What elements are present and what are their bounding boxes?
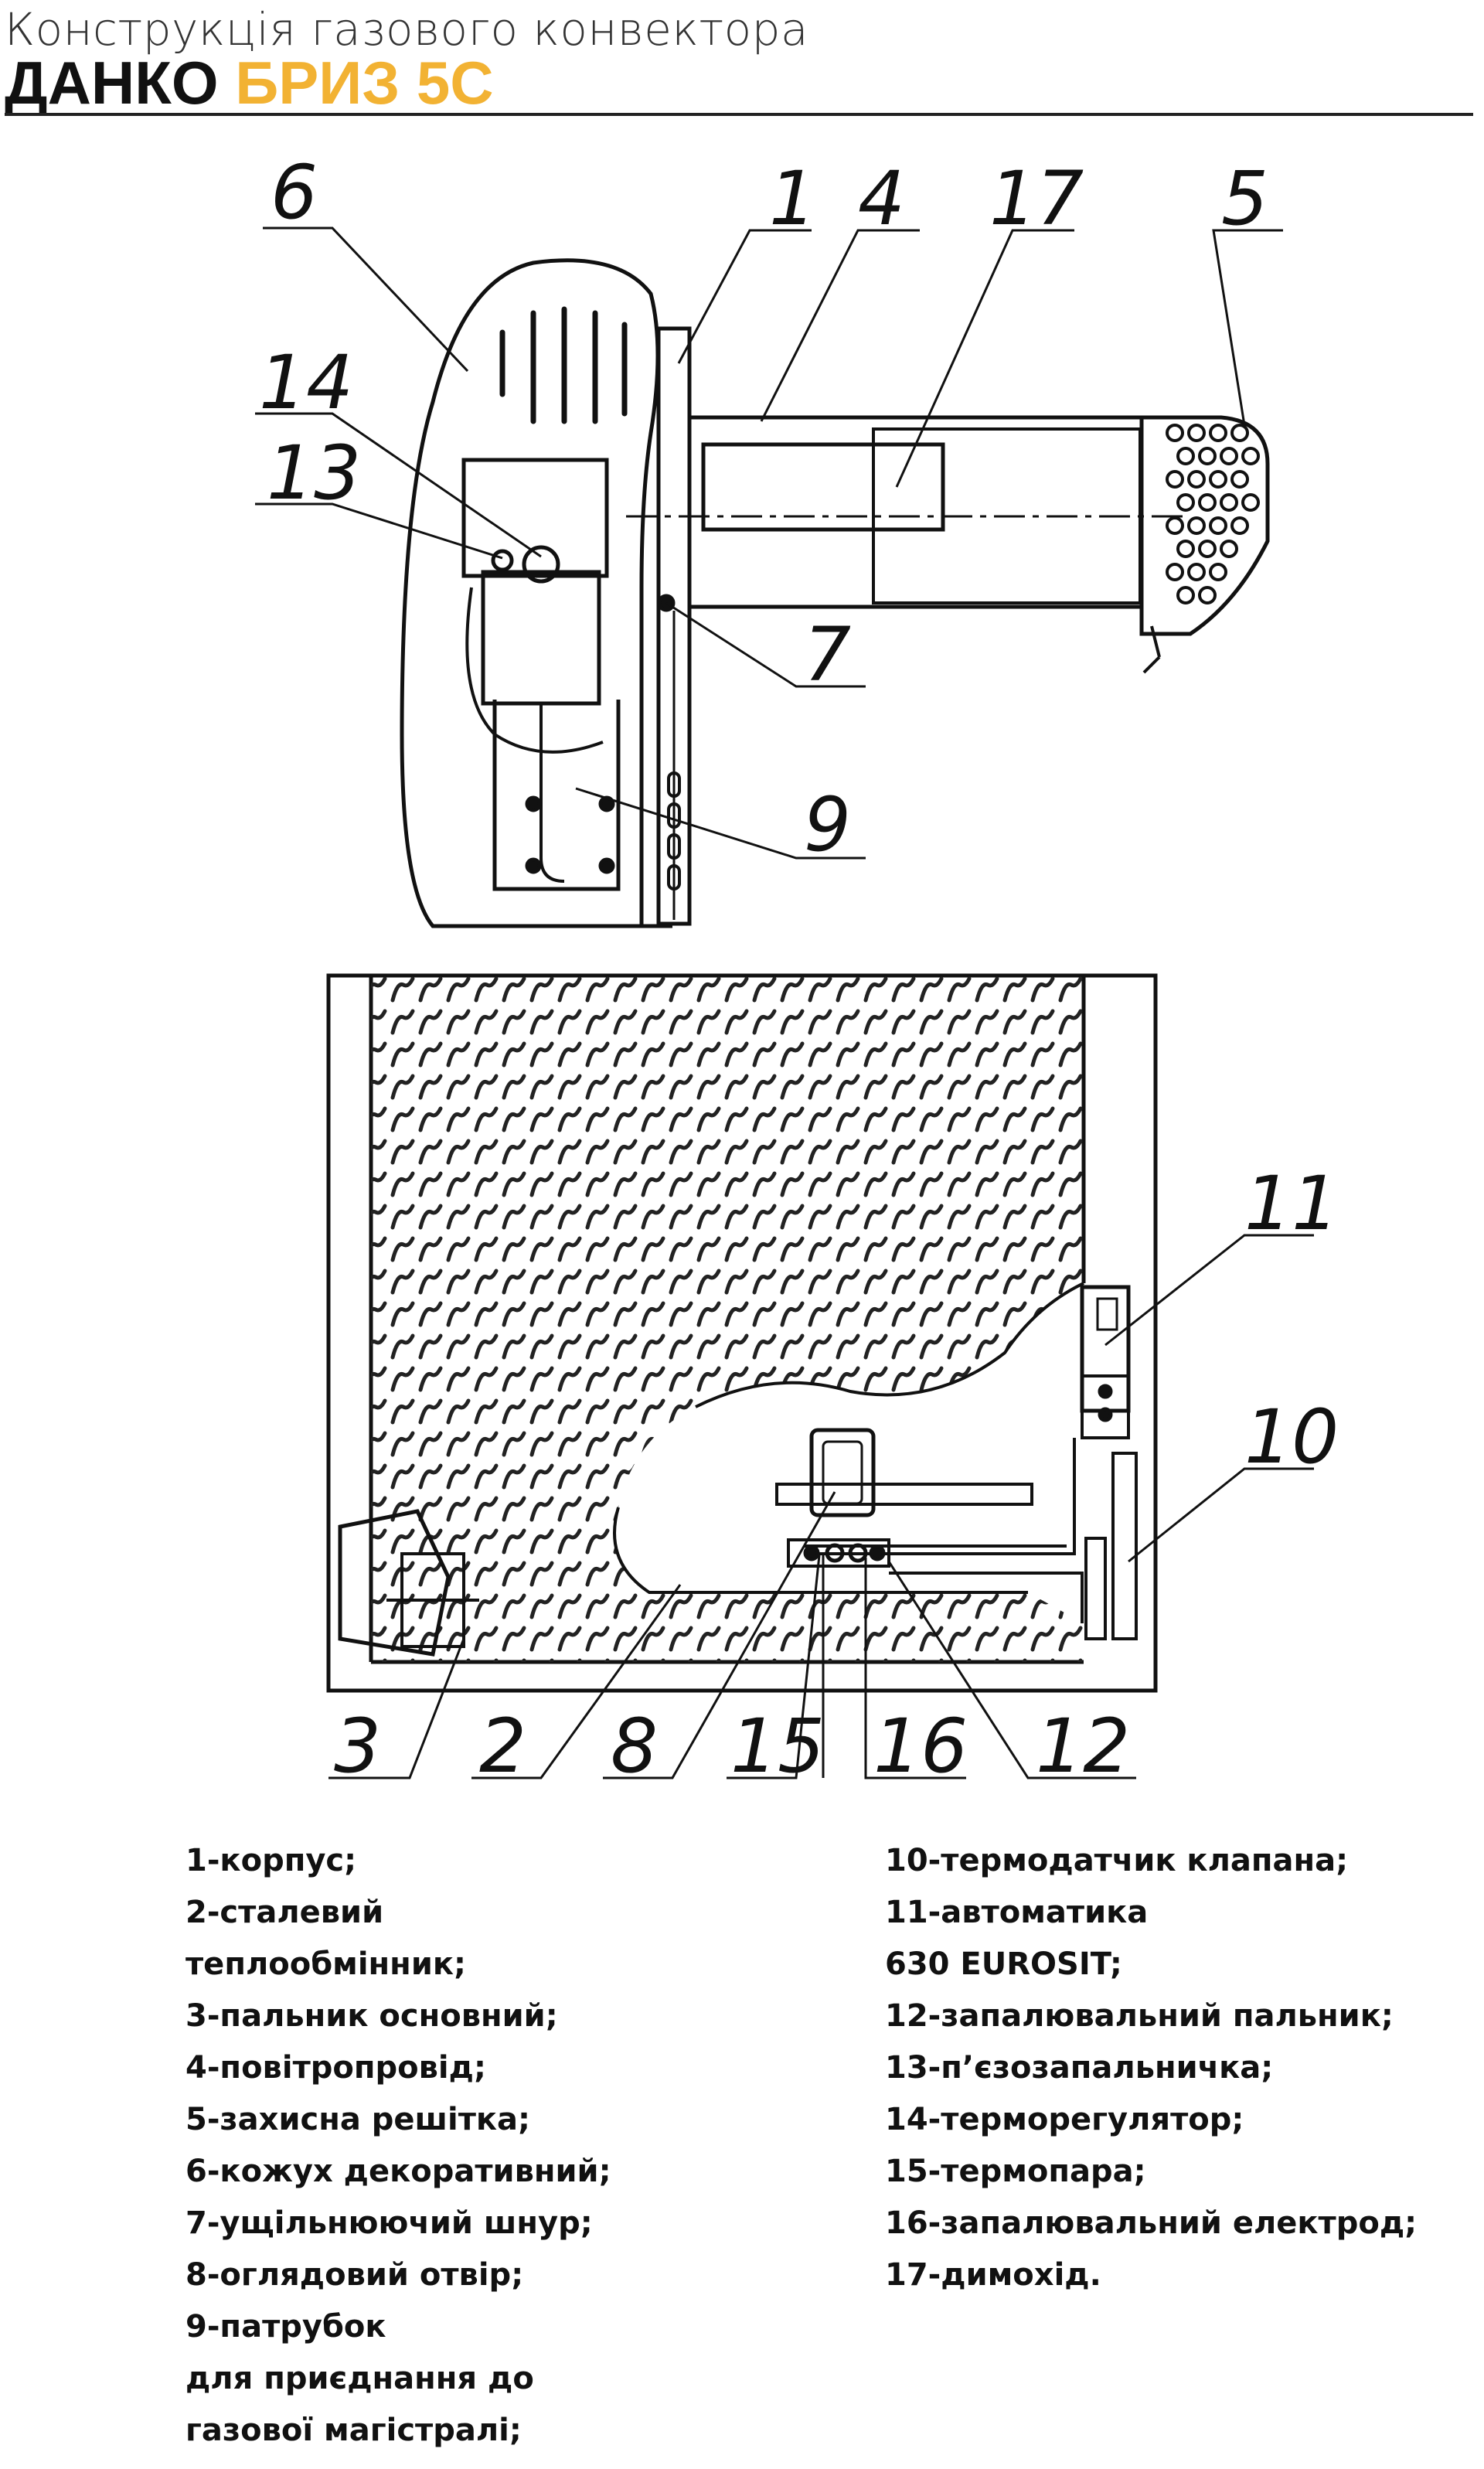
legend-item: 9-патрубок xyxy=(186,2309,386,2345)
legend-item: 15-термопара; xyxy=(885,2154,1146,2189)
legend-right: 10-термодатчик клапана; 11-автоматика 63… xyxy=(885,1835,1417,2301)
inspection-cutaway xyxy=(613,1282,1084,1594)
legend-item: 1-корпус; xyxy=(186,1843,357,1878)
model-name: БРИЗ 5С xyxy=(235,49,494,117)
callout-2: 2 xyxy=(479,1703,526,1790)
callout-8: 8 xyxy=(611,1703,658,1790)
subtitle: Конструкція газового конвектора xyxy=(5,3,809,56)
callout-4: 4 xyxy=(858,155,905,242)
brand-name: ДАНКО xyxy=(5,49,219,117)
legend-item: 5-захисна решітка; xyxy=(186,2102,531,2137)
callout-3: 3 xyxy=(334,1703,381,1790)
legend-item: 3-пальник основний; xyxy=(186,1998,558,2034)
flue-pipe xyxy=(701,442,945,532)
header-divider xyxy=(5,113,1473,116)
legend-item: газової магістралі; xyxy=(186,2413,522,2448)
callout-16: 16 xyxy=(873,1703,968,1790)
body-wall xyxy=(656,326,692,926)
wall-slots xyxy=(667,771,681,891)
callout-12: 12 xyxy=(1036,1703,1130,1790)
grille-holes xyxy=(1166,424,1260,604)
heat-exchanger-louvers xyxy=(371,976,1084,1662)
callout-9: 9 xyxy=(804,782,851,868)
legend-item: 7-ущільнюючий шнур; xyxy=(186,2205,593,2241)
leader-lines xyxy=(255,226,1314,1779)
thermal-sensor xyxy=(1111,1452,1138,1640)
control-housing xyxy=(461,458,609,578)
legend-item: 6-кожух декоративний; xyxy=(186,2154,611,2189)
inspection-window xyxy=(809,1428,876,1517)
callout-11: 11 xyxy=(1244,1160,1339,1247)
gas-valve-block xyxy=(481,570,601,706)
callout-1: 1 xyxy=(769,155,816,242)
product-title: ДАНКО БРИЗ 5С xyxy=(5,53,1473,113)
decorative-casing xyxy=(400,258,672,928)
callout-10: 10 xyxy=(1244,1394,1339,1480)
callout-7: 7 xyxy=(804,611,851,698)
legend-item: 11-автоматика xyxy=(885,1895,1149,1930)
legend-item: теплообмінник; xyxy=(186,1946,466,1982)
legend-item: 17-димохід. xyxy=(885,2257,1101,2293)
gas-tubes xyxy=(804,1438,1084,1623)
callout-13: 13 xyxy=(267,430,361,516)
callout-14: 14 xyxy=(259,339,353,426)
callout-5: 5 xyxy=(1221,155,1268,242)
callout-15: 15 xyxy=(730,1703,825,1790)
main-burner xyxy=(338,1509,451,1657)
callout-numbers: 6 1 4 17 5 14 13 7 9 11 10 3 2 8 15 16 1… xyxy=(259,149,1339,1790)
legend-item: 14-терморегулятор; xyxy=(885,2102,1244,2137)
pilot-assembly xyxy=(787,1538,890,1568)
front-view xyxy=(326,973,1158,1693)
callout-6: 6 xyxy=(271,149,318,236)
legend-item: 10-термодатчик клапана; xyxy=(885,1843,1349,1878)
legend-item: 12-запалювальний пальник; xyxy=(885,1998,1394,2034)
legend-item: 8-оглядовий отвір; xyxy=(186,2257,524,2293)
casing-vent-slots xyxy=(499,306,628,424)
legend-item: 4-повітропровід; xyxy=(186,2050,486,2086)
legend-item: для приєднання до xyxy=(186,2361,534,2396)
legend-item: 2-сталевий xyxy=(186,1895,384,1930)
header: Конструкція газового конвектора ДАНКО БР… xyxy=(5,0,1473,113)
legend-item: 13-п’єзозапальничка; xyxy=(885,2050,1274,2086)
legend-left: 1-корпус; 2-сталевий теплообмінник; 3-па… xyxy=(186,1835,611,2457)
callout-17: 17 xyxy=(989,155,1084,242)
legend-item: 630 EUROSIT; xyxy=(885,1946,1122,1982)
legend-item: 16-запалювальний електрод; xyxy=(885,2205,1418,2241)
side-view xyxy=(400,258,1270,928)
